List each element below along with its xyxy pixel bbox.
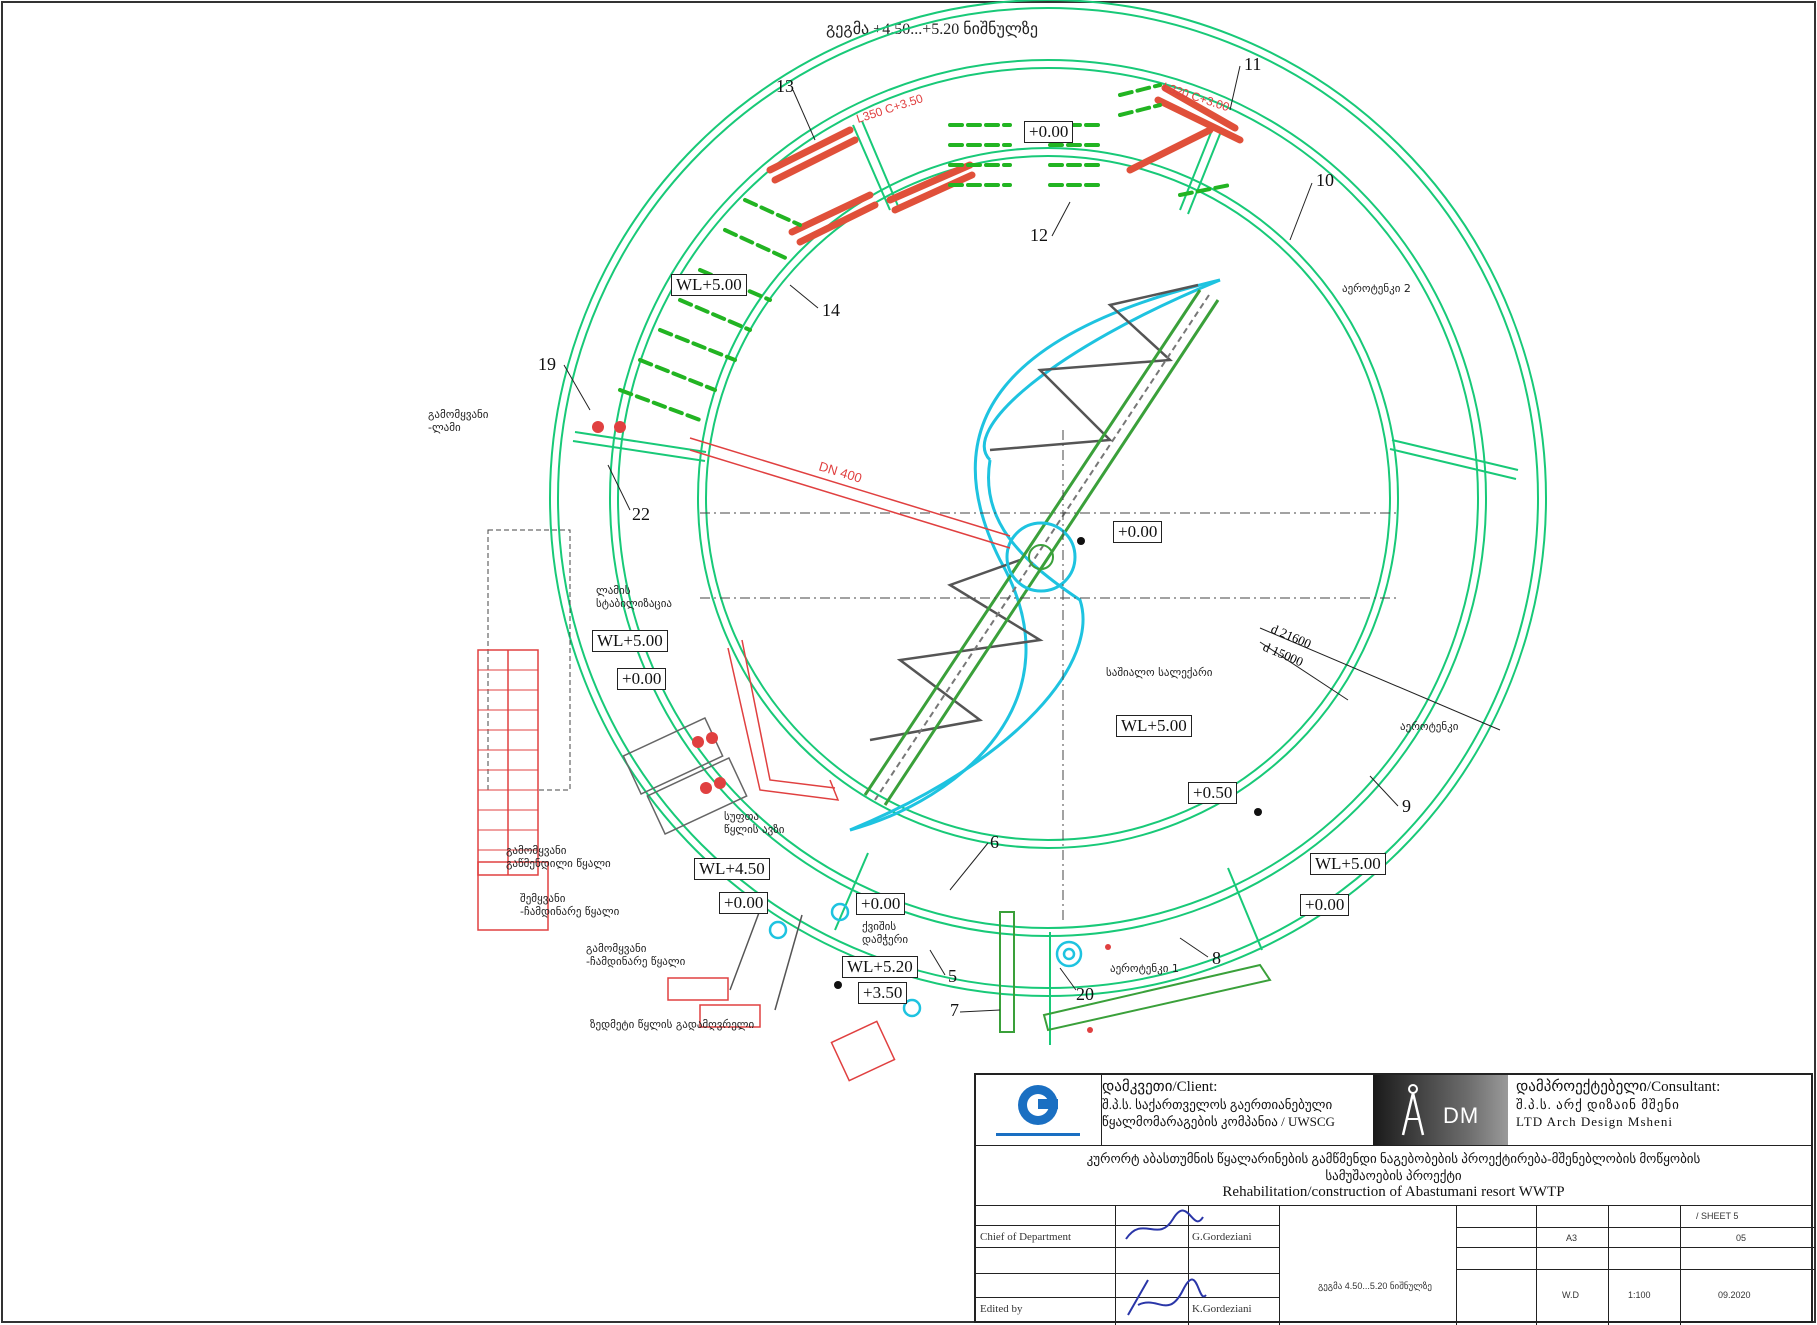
label-aerotank-2: აეროტენკი 2 (1342, 282, 1411, 295)
client-block: დამკვეთი/Client: შ.პ.ს. საქართველოს გაერ… (1102, 1079, 1372, 1130)
signature-chief (1125, 1209, 1204, 1240)
elev-box-mid-left: +0.00 (617, 668, 667, 690)
edited-label: Edited by (980, 1303, 1023, 1315)
inlet-pipes (667, 909, 803, 1028)
elev-box-350: +3.50 (858, 982, 908, 1004)
consultant-logo: DM (1373, 1075, 1508, 1145)
diffuser-grid (766, 84, 1244, 246)
label-out-untreated: გამომყვანი -ჩამდინარე წყალი (586, 942, 686, 968)
edited-name: K.Gordeziani (1192, 1303, 1252, 1315)
axis-lines (700, 430, 1400, 920)
label-aerotank: აეროტენკი (1400, 720, 1459, 733)
elev-box-bot-right: +0.00 (1300, 894, 1350, 916)
stair-rungs (478, 669, 538, 851)
label-sludge-stabilization: ლამის სტაბილიზაცია (596, 584, 672, 610)
consultant-label: დამპროექტებელი/Consultant: (1516, 1079, 1721, 1095)
compass-icon (1401, 1084, 1425, 1136)
cyan-fittings (768, 902, 1083, 1018)
chief-name: G.Gordeziani (1192, 1231, 1252, 1243)
wl-box-center: WL+5.00 (1116, 715, 1192, 737)
consultant-block: დამპროექტებელი/Consultant: შ.პ.ს. არქ დი… (1516, 1079, 1811, 1130)
label-settler: საშიალო სალექარი (1106, 666, 1213, 679)
stage: W.D (1562, 1290, 1579, 1300)
dn400-pipe (689, 437, 1011, 549)
project-title-en: Rehabilitation/construction of Abastuman… (1222, 1184, 1565, 1200)
project-title: კურორტ აბასთუმნის წყალარინების გამწმენდი… (976, 1146, 1811, 1206)
client-name: შ.პ.ს. საქართველოს გაერთიანებული წყალმომ… (1102, 1097, 1335, 1129)
signature-editor (1127, 1278, 1207, 1316)
label-sand-trap: ქვიშის დამჭერი (862, 920, 909, 946)
channel (727, 639, 840, 801)
sheet-number: 05 (1736, 1233, 1747, 1243)
sheet-label: / SHEET 5 (1696, 1211, 1739, 1221)
wl-box-bot-left: WL+4.50 (694, 858, 770, 880)
elev-dots (834, 537, 1262, 989)
bottom-channels (999, 911, 1272, 1033)
consultant-name: შ.პ.ს. არქ დიზაინ მშენი LTD Arch Design … (1516, 1097, 1680, 1129)
drawing-title: გეგმა +4.50...+5.20 ნიშნულზე (826, 20, 1038, 38)
wl-box-520: WL+5.20 (842, 956, 918, 978)
stair-ladder (477, 649, 539, 876)
pump-markers (592, 421, 726, 794)
wl-box-left: WL+5.00 (671, 274, 747, 296)
plan-description: გეგმა 4.50...5.20 ნიშნულზე (1318, 1281, 1432, 1291)
label-aerotank-1: აეროტენკი 1 (1110, 962, 1179, 975)
label-excess-water: ზედმეტი წყლის გადამღვრელი (590, 1018, 755, 1031)
title-block-header: დამკვეთი/Client: შ.პ.ს. საქართველოს გაერ… (976, 1075, 1811, 1146)
dm-logo-text: DM (1443, 1103, 1480, 1128)
title-block: დამკვეთი/Client: შ.პ.ს. საქართველოს გაერ… (974, 1073, 1815, 1325)
callout-dots (1087, 944, 1111, 1033)
label-out-treated: გამომყვანი გაწმენდილი წყალი (506, 844, 611, 870)
sludge-annex (487, 529, 571, 791)
callout-leaders (563, 65, 1399, 1013)
dim-lines (1259, 627, 1501, 731)
elev-box-bot-left: +0.00 (719, 892, 769, 914)
label-in-untreated: შემყვანი -ჩამდინარე წყალი (520, 892, 620, 918)
elev-box-center: +0.00 (1113, 521, 1163, 543)
uwscg-logo-icon (996, 1085, 1080, 1136)
paper-size: A3 (1566, 1233, 1578, 1243)
label-outflow-sludge: გამომყვანი -ლამი (428, 408, 489, 434)
project-title-ge: კურორტ აბასთუმნის წყალარინების გამწმენდი… (1086, 1151, 1701, 1183)
elev-box-top: +0.00 (1024, 121, 1074, 143)
center-well (1005, 521, 1077, 593)
client-label: დამკვეთი/Client: (1102, 1079, 1218, 1095)
date: 09.2020 (1718, 1290, 1751, 1300)
elev-box-bot-mid: +0.00 (856, 893, 906, 915)
label-clean-water-tank: სუფთა წყლის ავზი (724, 810, 785, 836)
client-logo (976, 1075, 1102, 1145)
wl-box-mid-left: WL+5.00 (592, 630, 668, 652)
outer-rings (549, 0, 1547, 997)
scale: 1:100 (1628, 1290, 1651, 1300)
chief-label: Chief of Department (980, 1231, 1072, 1243)
elev-box-050: +0.50 (1188, 782, 1238, 804)
wl-box-bot-right: WL+5.00 (1310, 853, 1386, 875)
